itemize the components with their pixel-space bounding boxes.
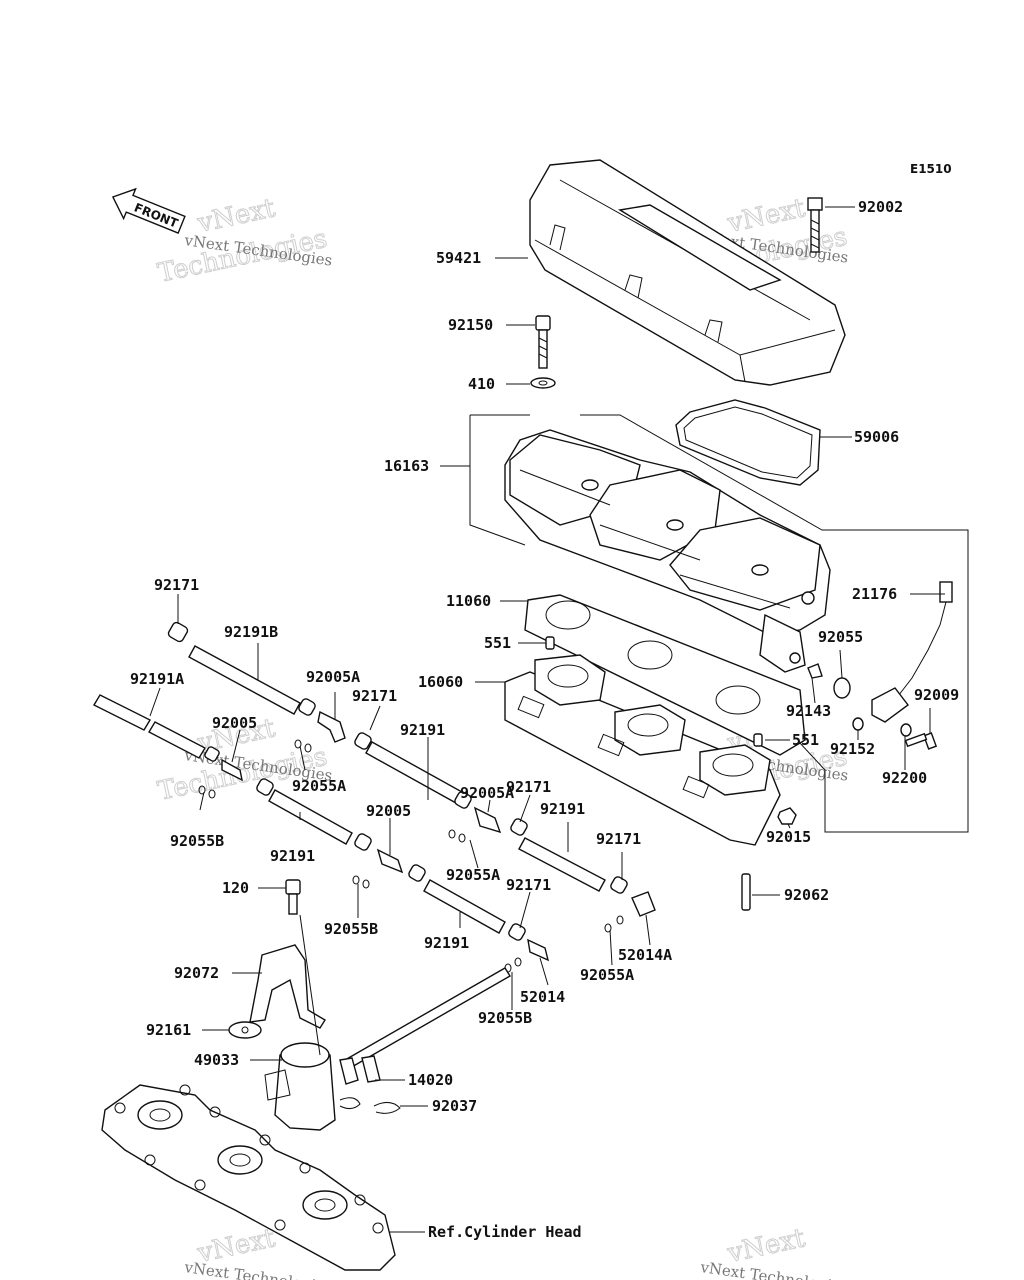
svg-text:vNext: vNext [194, 193, 278, 239]
label-92171-c: 92171 [506, 778, 551, 796]
label-52014: 52014 [520, 988, 565, 1006]
label-52014A: 52014A [618, 946, 672, 964]
label-92009: 92009 [914, 686, 959, 704]
bracket-92072 [249, 944, 326, 1029]
label-92191-a: 92191 [400, 721, 445, 739]
clip-92143 [807, 663, 823, 679]
label-92055B-c: 92055B [478, 1009, 532, 1027]
bolt-92009 [904, 732, 938, 750]
label-92191B: 92191B [224, 623, 278, 641]
label-410: 410 [468, 375, 495, 393]
nut-92015 [777, 807, 797, 825]
label-92171-b: 92171 [352, 687, 397, 705]
washer-92200 [900, 723, 912, 737]
carburetor-body [504, 429, 831, 673]
label-92015: 92015 [766, 828, 811, 846]
label-92191-b: 92191 [540, 800, 585, 818]
label-92161: 92161 [146, 1021, 191, 1039]
frame-16163 [469, 414, 969, 833]
label-92191-d: 92191 [424, 934, 469, 952]
dowel-551 [545, 636, 555, 650]
clamp-92037 [339, 1097, 361, 1110]
label-92055B-a: 92055B [170, 832, 224, 850]
label-11060: 11060 [446, 592, 491, 610]
reference-label: Ref.Cylinder Head [428, 1223, 582, 1241]
fuel-hoses [93, 621, 656, 973]
label-92171-d: 92171 [506, 876, 551, 894]
label-16060: 16060 [418, 673, 463, 691]
label-92055A-c: 92055A [580, 966, 634, 984]
engine-cover [529, 159, 846, 386]
label-92005-b: 92005 [366, 802, 411, 820]
svg-text:vNext Technologies: vNext Technologies [698, 1258, 849, 1280]
label-21176: 21176 [852, 585, 897, 603]
label-92055: 92055 [818, 628, 863, 646]
clip-14020 [339, 1055, 381, 1085]
label-551-b: 551 [792, 731, 819, 749]
label-92072: 92072 [174, 964, 219, 982]
part-labels: 92002 59421 92150 410 59006 16163 11060 … [130, 198, 959, 1241]
label-59421: 59421 [436, 249, 481, 267]
washer-92152 [852, 717, 864, 731]
label-92037: 92037 [432, 1097, 477, 1115]
label-551: 551 [484, 634, 511, 652]
svg-text:vNext Technologies: vNext Technologies [182, 1258, 333, 1280]
label-92171-e: 92171 [596, 830, 641, 848]
label-92191-c: 92191 [270, 847, 315, 865]
gasket-11060 [524, 594, 806, 756]
leader-lines [149, 206, 945, 1233]
label-16163: 16163 [384, 457, 429, 475]
diagram-code: E1510 [910, 162, 952, 176]
bolt-92150 [535, 315, 551, 369]
o-ring-92055 [833, 677, 851, 699]
label-92143: 92143 [786, 702, 831, 720]
label-92005A-a: 92005A [306, 668, 360, 686]
label-92062: 92062 [784, 886, 829, 904]
label-14020: 14020 [408, 1071, 453, 1089]
sensor-21176 [871, 581, 953, 723]
bolt-120 [285, 879, 301, 915]
front-arrow-icon: FRONT [111, 187, 186, 234]
label-92055A-b: 92055A [446, 866, 500, 884]
bolt-92002 [807, 197, 823, 253]
solenoid-49033 [264, 1042, 336, 1131]
label-92055A-a: 92055A [292, 777, 346, 795]
cylinder-head [101, 1084, 396, 1271]
label-92150: 92150 [448, 316, 493, 334]
label-92005A-b: 92005A [460, 784, 514, 802]
label-59006: 59006 [854, 428, 899, 446]
label-92171-a: 92171 [154, 576, 199, 594]
label-92055B-b: 92055B [324, 920, 378, 938]
stud-92062 [741, 873, 751, 911]
gasket-59006 [675, 399, 821, 486]
label-120: 120 [222, 879, 249, 897]
grommet-92161 [228, 1021, 262, 1039]
label-92005-a: 92005 [212, 714, 257, 732]
label-49033: 49033 [194, 1051, 239, 1069]
intake-manifold [504, 654, 781, 846]
label-92152: 92152 [830, 740, 875, 758]
dowel-551-b [753, 733, 763, 747]
label-92200: 92200 [882, 769, 927, 787]
label-92002: 92002 [858, 198, 903, 216]
washer-410 [530, 377, 556, 389]
label-92191A: 92191A [130, 670, 184, 688]
